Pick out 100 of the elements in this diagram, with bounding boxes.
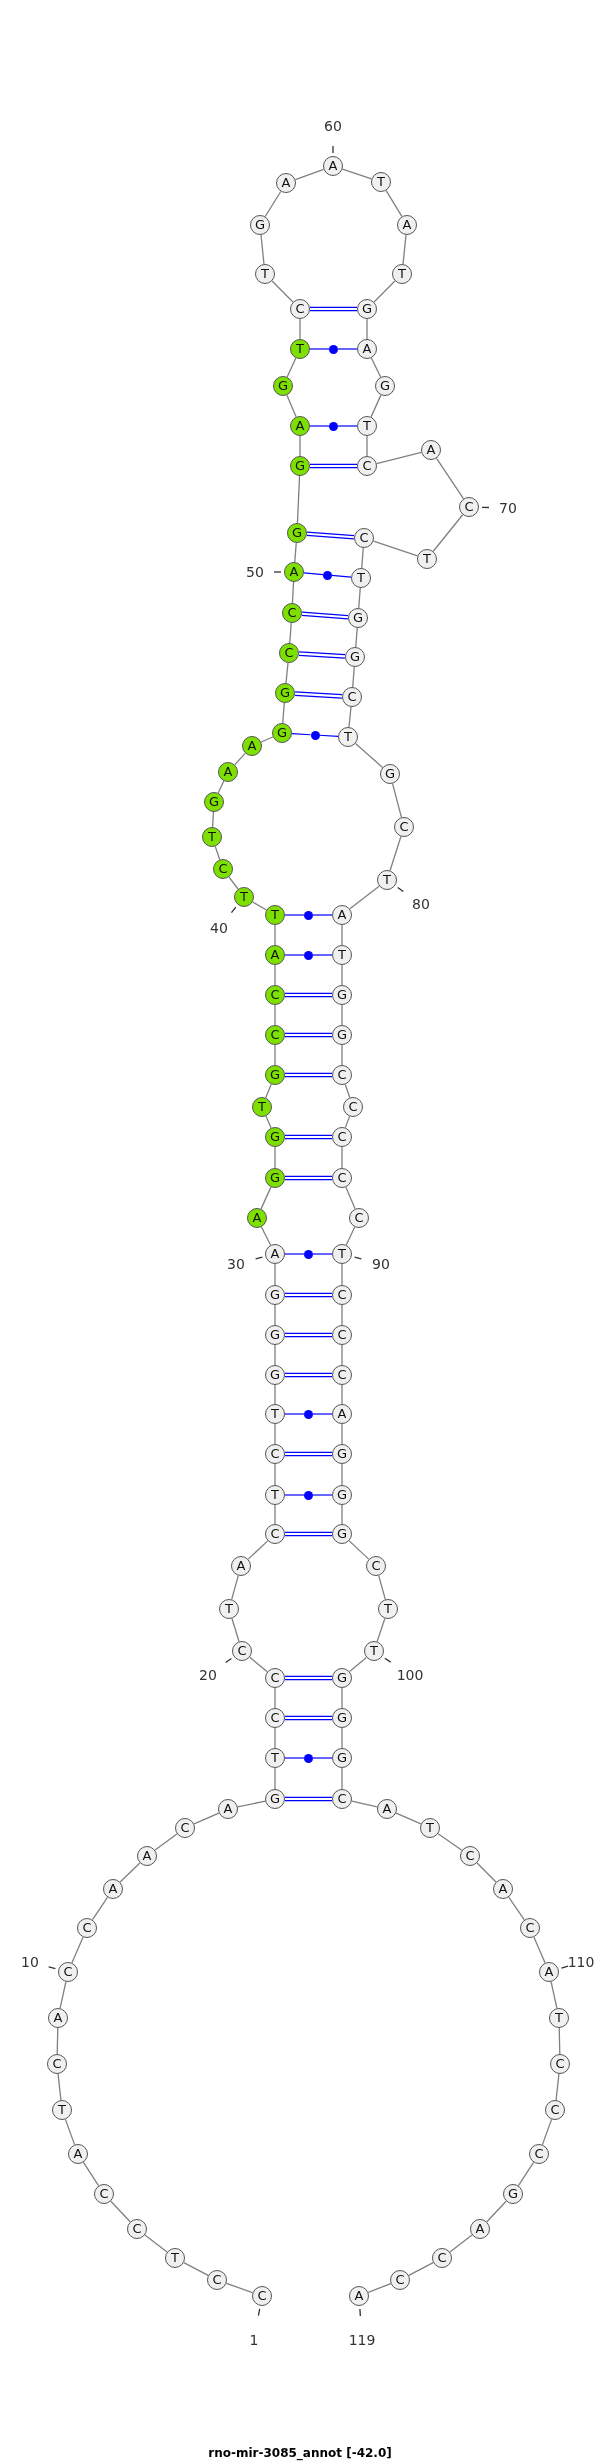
backbone-line [341, 1687, 343, 1709]
backbone-line [231, 1617, 240, 1643]
nucleotide-circle: A [332, 1404, 352, 1424]
nucleotide-circle: G [265, 1365, 285, 1385]
nucleotide-circle: C [127, 2219, 147, 2239]
nucleotide-circle: C [252, 2286, 272, 2306]
nucleotide-circle: C [265, 985, 285, 1005]
backbone-line [449, 2234, 473, 2253]
backbone-line [376, 1617, 386, 1643]
backbone-line [274, 964, 276, 986]
backbone-line [59, 1981, 67, 2009]
backbone-line [71, 1936, 84, 1964]
backbone-line [367, 2283, 392, 2293]
backbone-line [349, 1656, 367, 1673]
double-pair-line [284, 1531, 333, 1537]
nucleotide-circle: T [364, 1641, 384, 1661]
base-pair-line [337, 348, 358, 350]
nucleotide-circle: C [390, 2270, 410, 2290]
backbone-line [541, 2118, 553, 2146]
backbone-line [341, 1727, 343, 1749]
backbone-line [349, 885, 380, 910]
nucleotide-circle: A [218, 1799, 238, 1819]
nucleotide-circle: C [94, 2184, 114, 2204]
backbone-line [517, 2161, 535, 2187]
nucleotide-circle: C [332, 1168, 352, 1188]
backbone-line [341, 1044, 343, 1066]
position-number: 90 [372, 1256, 390, 1272]
nucleotide-circle: A [493, 1879, 513, 1899]
nucleotide-circle: G [250, 215, 270, 235]
nucleotide-circle: G [204, 792, 224, 812]
nucleotide-circle: G [375, 376, 395, 396]
base-pair-line [284, 1253, 305, 1255]
nucleotide-circle: A [48, 2008, 68, 2028]
nucleotide-circle: T [265, 1404, 285, 1424]
base-pair-line [337, 425, 358, 427]
position-number: 60 [324, 118, 342, 134]
nucleotide-circle: G [265, 1789, 285, 1809]
double-pair-line [306, 531, 355, 540]
backbone-line [486, 2200, 507, 2223]
backbone-line [550, 1981, 558, 2009]
nucleotide-circle: G [345, 647, 365, 667]
backbone-line [57, 2073, 62, 2101]
backbone-line [274, 1727, 276, 1749]
nucleotide-circle: G [332, 1524, 352, 1544]
double-pair-line [284, 1675, 333, 1681]
nucleotide-circle: G [332, 1708, 352, 1728]
pair-dot [310, 730, 320, 740]
nucleotide-circle: G [332, 1444, 352, 1464]
nucleotide-circle: G [272, 723, 292, 743]
backbone-line [341, 1304, 343, 1326]
nucleotide-circle: A [290, 416, 310, 436]
nucleotide-circle: C [520, 1918, 540, 1938]
backbone-line [217, 780, 225, 794]
nucleotide-circle: A [276, 173, 296, 193]
backbone-line [265, 1083, 272, 1099]
pair-dot [329, 421, 338, 431]
double-pair-line [309, 306, 358, 312]
backbone-line [82, 2161, 100, 2187]
double-pair-line [284, 1032, 333, 1038]
nucleotide-circle: C [354, 528, 374, 548]
backbone-line [294, 542, 297, 563]
backbone-line [274, 1504, 276, 1525]
nucleotide-circle: C [550, 2054, 570, 2074]
base-pair-line [291, 733, 312, 736]
nucleotide-circle: G [265, 1325, 285, 1345]
base-pair-line [309, 348, 330, 350]
nucleotide-circle: C [332, 1365, 352, 1385]
nucleotide-circle: T [265, 1485, 285, 1505]
nucleotide-circle: A [265, 1244, 285, 1264]
backbone-line [144, 2234, 168, 2253]
nucleotide-circle: T [378, 1599, 398, 1619]
nucleotide-circle: C [529, 2144, 549, 2164]
nucleotide-circle: C [265, 1524, 285, 1544]
nucleotide-circle: C [47, 2054, 67, 2074]
backbone-line [119, 1862, 141, 1883]
backbone-line [476, 1862, 497, 1883]
nucleotide-circle: A [284, 562, 304, 582]
nucleotide-circle: T [202, 827, 222, 847]
nucleotide-circle: T [420, 1818, 440, 1838]
nucleotide-circle: C [207, 2270, 227, 2290]
nucleotide-circle: G [290, 456, 310, 476]
base-pair-line [331, 574, 352, 578]
backbone-line [260, 736, 274, 743]
position-number: 70 [499, 500, 517, 516]
backbone-line [286, 357, 297, 378]
backbone-line [274, 1423, 276, 1445]
double-pair-line [284, 1175, 333, 1181]
nucleotide-circle: C [366, 1556, 386, 1576]
backbone-line [183, 2262, 209, 2276]
base-pair-line [312, 1494, 333, 1496]
backbone-line [341, 1384, 343, 1405]
caption: rno-mir-3085_annot [-42.0] [207, 2446, 393, 2460]
double-pair-line [298, 651, 346, 659]
backbone-line [341, 1263, 343, 1286]
nucleotide-circle: C [343, 1097, 363, 1117]
double-pair-line [284, 1372, 333, 1378]
backbone-line [249, 1656, 268, 1673]
nucleotide-circle: C [265, 1444, 285, 1464]
nucleotide-circle: G [332, 1748, 352, 1768]
nucleotide-circle: T [357, 416, 377, 436]
